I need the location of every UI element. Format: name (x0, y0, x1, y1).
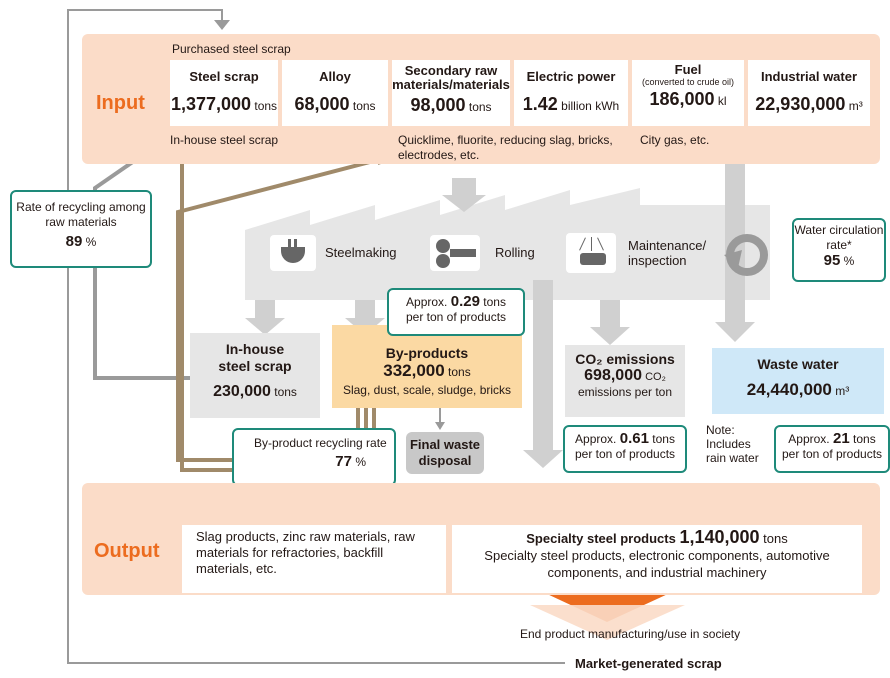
final-waste-label: Final waste disposal (409, 437, 481, 468)
output-right-value: 1,140,000 (679, 527, 760, 547)
inhouse-scrap-unit: tons (274, 385, 297, 399)
byproduct-recycling-box: By-product recycling rate 77 % (232, 428, 396, 486)
byproducts-title: By-products (385, 345, 469, 361)
input-electric-power: Electric power 1.42 billion kWh (514, 60, 628, 126)
inhouse-scrap-value: 230,000 (213, 383, 271, 400)
byproducts-box: By-products 332,000 tons Slag, dust, sca… (332, 325, 522, 408)
item-unit: tons (352, 99, 376, 113)
per-ton-prefix: Approx. (406, 295, 448, 309)
item-title: Alloy (319, 69, 351, 84)
item-title: Steel scrap (189, 69, 259, 84)
co2-per-ton-box: Approx. 0.61 tons per ton of products (563, 425, 687, 473)
ww-approx-unit: tons (853, 432, 876, 446)
water-circ-label: Water circulation rate* (794, 223, 884, 252)
waste-water-box: Waste water 24,440,000 m³ (712, 348, 884, 414)
co2-approx-unit: tons (652, 432, 675, 446)
output-right-title: Specialty steel products (526, 531, 676, 546)
waste-water-title: Waste water (757, 356, 839, 372)
item-unit: m³ (848, 99, 863, 113)
note-inhouse-scrap: In-house steel scrap (170, 133, 279, 147)
item-value: 1.42 (522, 94, 558, 114)
steelmaking-icon (270, 235, 316, 271)
item-title: Electric power (526, 69, 616, 84)
item-unit: tons (254, 99, 278, 113)
inhouse-scrap-box: In-house steel scrap 230,000 tons (190, 333, 320, 418)
co2-title: CO₂ emissions (575, 351, 675, 367)
output-left-text: Slag products, zinc raw materials, raw m… (196, 529, 415, 576)
maintenance-icon (566, 233, 616, 273)
item-unit: tons (468, 100, 492, 114)
co2-approx-prefix: Approx. (575, 432, 617, 446)
co2-value: 698,000 (584, 367, 642, 384)
water-circ-unit: % (843, 254, 855, 268)
input-fuel: Fuel (converted to crude oil) 186,000 kl (632, 60, 744, 126)
item-unit: kl (717, 94, 727, 108)
co2-unit: CO₂ (645, 371, 666, 383)
input-industrial-water: Industrial water 22,930,000 m³ (748, 60, 870, 126)
input-alloy: Alloy 68,000 tons (282, 60, 388, 126)
co2-approx-line2: per ton of products (574, 447, 676, 461)
per-ton-unit: tons (483, 295, 506, 309)
output-right-desc: Specialty steel products, electronic com… (484, 548, 830, 580)
raw-recycling-unit: % (85, 235, 97, 249)
input-steel-scrap: Steel scrap 1,377,000 tons (170, 60, 278, 126)
byproducts-unit: tons (448, 365, 471, 379)
output-right-unit: tons (763, 531, 788, 546)
input-secondary-materials: Secondary raw materials/materials 98,000… (392, 60, 510, 126)
waste-water-unit: m³ (835, 384, 850, 398)
inhouse-scrap-title: In-house steel scrap (218, 341, 292, 374)
co2-line3: emissions per ton (577, 385, 673, 399)
waste-water-per-ton-box: Approx. 21 tons per ton of products (774, 425, 890, 473)
per-ton-line2: per ton of products (405, 310, 507, 324)
byproducts-value: 332,000 (383, 361, 445, 380)
note-fuel: City gas, etc. (640, 133, 710, 147)
waste-water-note: Note: Includes rain water (706, 423, 759, 465)
raw-recycling-rate-box: Rate of recycling among raw materials 89… (10, 190, 152, 268)
byproducts-per-ton-box: Approx. 0.29 tons per ton of products (387, 288, 525, 336)
water-circulation-box: Water circulation rate* 95 % (792, 218, 886, 282)
item-title: Fuel (674, 62, 702, 77)
rolling-icon (430, 235, 480, 271)
item-value: 186,000 (649, 89, 715, 109)
output-label: Output (94, 540, 160, 562)
note-secondary: Quicklime, fluorite, reducing slag, bric… (398, 133, 613, 162)
item-value: 1,377,000 (170, 94, 252, 114)
purchased-scrap-label: Purchased steel scrap (172, 42, 291, 56)
item-subtitle: (converted to crude oil) (641, 77, 735, 87)
item-value: 22,930,000 (755, 94, 846, 114)
end-product-label: End product manufacturing/use in society (520, 627, 741, 641)
byproduct-recycling-unit: % (355, 455, 366, 469)
byproduct-recycling-label: By-product recycling rate (254, 436, 387, 450)
market-scrap-label: Market-generated scrap (575, 656, 722, 671)
maintenance-label: Maintenance/ inspection (628, 238, 707, 268)
input-label: Input (96, 92, 145, 114)
byproducts-desc: Slag, dust, scale, sludge, bricks (342, 383, 512, 397)
water-circ-value: 95 (823, 252, 841, 269)
raw-recycling-value: 89 (65, 233, 83, 250)
raw-recycling-label: Rate of recycling among raw materials (16, 200, 146, 229)
item-unit: billion kWh (561, 99, 620, 113)
output-right-box: Specialty steel products 1,140,000 tons … (452, 525, 862, 593)
waste-water-value: 24,440,000 (746, 380, 832, 399)
item-value: 68,000 (294, 94, 350, 114)
ww-approx-value: 21 (832, 430, 850, 447)
co2-box: CO₂ emissions 698,000 CO₂ emissions per … (565, 345, 685, 417)
ww-approx-line2: per ton of products (781, 447, 883, 461)
item-value: 98,000 (410, 95, 466, 115)
final-waste-box: Final waste disposal (406, 432, 484, 474)
steelmaking-label: Steelmaking (325, 245, 397, 260)
rolling-label: Rolling (495, 245, 535, 260)
item-title: Secondary raw materials/materials (392, 63, 510, 92)
item-title: Industrial water (760, 69, 858, 84)
byproduct-recycling-value: 77 (335, 453, 352, 470)
per-ton-value: 0.29 (450, 293, 480, 310)
output-left-box: Slag products, zinc raw materials, raw m… (182, 525, 446, 593)
co2-approx-value: 0.61 (619, 430, 649, 447)
ww-approx-prefix: Approx. (788, 432, 830, 446)
